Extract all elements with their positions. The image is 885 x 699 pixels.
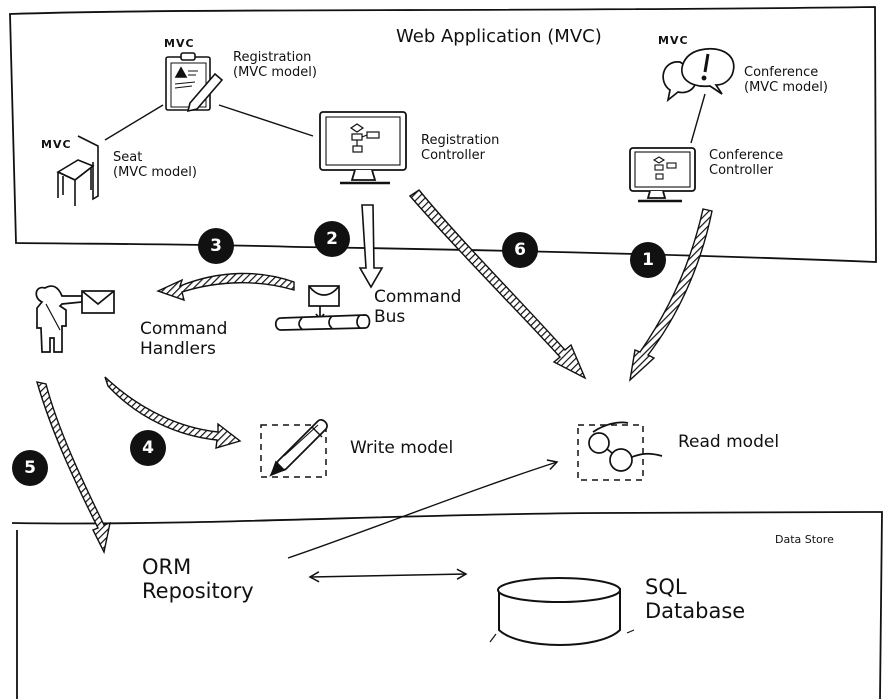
step-badge-5: 5 (12, 450, 48, 486)
conference-controller-monitor-icon (629, 147, 696, 203)
conference-controller-label: Conference Controller (709, 148, 784, 179)
chair-icon (56, 135, 99, 206)
label-line: Repository (142, 579, 254, 604)
arrow-step-2 (358, 204, 384, 289)
speech-bubbles-icon (662, 47, 735, 103)
label-line: (MVC model) (233, 64, 317, 80)
conference-model-label: Conference (MVC model) (744, 65, 828, 96)
glasses-icon (577, 421, 663, 481)
label-line: SQL (645, 575, 687, 599)
step-badge-3: 3 (198, 228, 234, 264)
web-app-container (9, 6, 877, 263)
seat-to-registration-line (104, 104, 164, 141)
step-badge-2: 2 (314, 221, 350, 257)
registration-controller-label: Registration Controller (421, 133, 500, 164)
label-line: Seat (113, 150, 143, 165)
label-line: Registration (421, 133, 500, 148)
registration-model-label: Registration (MVC model) (233, 50, 317, 81)
mvc-tag: MVC (41, 138, 72, 151)
label-line: Command (374, 287, 462, 307)
arrow-orm-to-read-model (287, 459, 559, 559)
arrow-step-3 (156, 272, 295, 302)
web-app-title: Web Application (MVC) (396, 26, 602, 47)
mvc-tag: MVC (658, 34, 689, 47)
data-store-container (11, 511, 883, 699)
arrow-step-1 (628, 208, 713, 382)
label-line: Conference (709, 148, 784, 163)
label-line: Bus (374, 306, 406, 327)
registration-controller-monitor-icon (319, 111, 407, 185)
label-line: ORM (142, 555, 192, 579)
label-line: Controller (421, 147, 485, 163)
mvc-tag: MVC (164, 37, 195, 50)
database-cylinder-icon (489, 577, 635, 646)
arrow-step-5 (36, 381, 111, 555)
arrow-step-6 (408, 189, 587, 380)
envelope-pipe-icon (274, 285, 371, 331)
orm-repository-label: ORM Repository (142, 555, 254, 603)
command-bus-label: Command Bus (374, 287, 462, 327)
registration-to-controller-line (218, 104, 314, 137)
pencil-icon (260, 419, 328, 478)
label-line: (MVC model) (744, 79, 828, 95)
label-line: Database (645, 599, 746, 624)
command-handlers-label: Command Handlers (140, 319, 228, 359)
arrow-step-4 (104, 376, 242, 449)
label-line: Registration (233, 50, 312, 65)
label-line: Controller (709, 162, 773, 178)
step-badge-4: 4 (130, 430, 166, 466)
write-model-label: Write model (350, 438, 454, 458)
data-store-title: Data Store (775, 533, 834, 546)
person-envelope-icon (35, 285, 115, 353)
step-badge-1: 1 (630, 242, 666, 278)
label-line: Handlers (140, 338, 216, 359)
label-line: Conference (744, 65, 819, 80)
conference-model-to-controller-line (690, 93, 706, 144)
seat-model-label: Seat (MVC model) (113, 150, 197, 181)
arrow-orm-sql-bidirectional (308, 568, 468, 583)
sql-database-label: SQL Database (645, 575, 745, 623)
label-line: (MVC model) (113, 164, 197, 180)
label-line: Command (140, 319, 228, 339)
read-model-label: Read model (678, 432, 780, 452)
clipboard-pencil-icon (165, 52, 224, 113)
step-badge-6: 6 (502, 232, 538, 268)
